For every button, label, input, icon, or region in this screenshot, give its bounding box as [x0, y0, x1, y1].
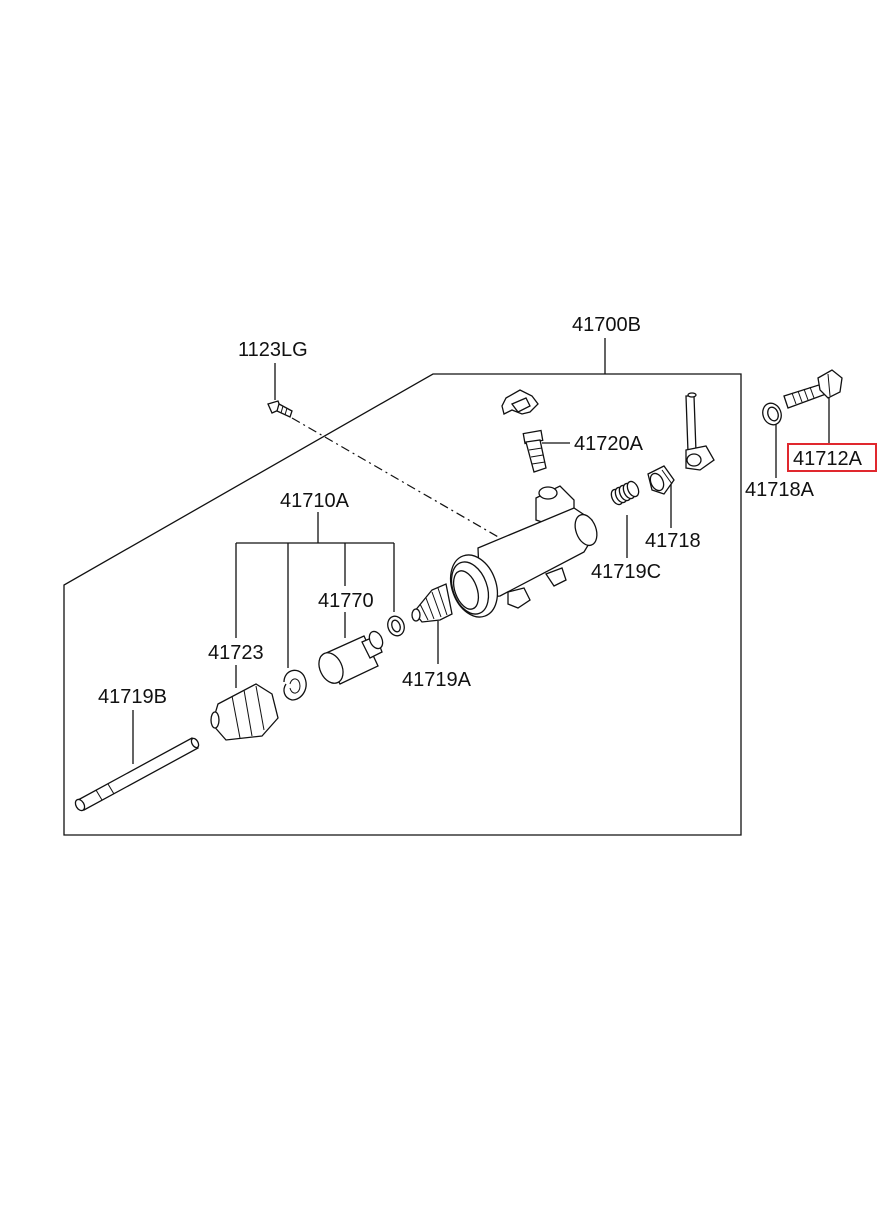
part-labels: 41700B 1123LG 41720A 41712A 41718A 41710… — [98, 314, 863, 708]
push-rod-41719b — [74, 737, 200, 812]
cup-41723 — [210, 683, 279, 741]
piston-41770 — [318, 630, 384, 685]
bolt-41712a — [783, 369, 843, 409]
alignment-line — [291, 417, 501, 539]
label-41720a[interactable]: 41720A — [574, 433, 644, 455]
label-41718a[interactable]: 41718A — [745, 479, 815, 501]
label-41700b[interactable]: 41700B — [572, 314, 641, 336]
push-rod-clevis — [685, 392, 715, 471]
label-41710a[interactable]: 41710A — [280, 490, 350, 512]
seal-ring — [387, 615, 405, 637]
bolt-1123lg — [267, 400, 293, 418]
label-41723[interactable]: 41723 — [208, 642, 264, 664]
assembly-outline — [63, 373, 742, 836]
dust-boot-41719a — [411, 583, 453, 623]
washer-41718a — [762, 402, 782, 426]
label-41719b[interactable]: 41719B — [98, 686, 167, 708]
spring-41719c — [610, 480, 640, 506]
highlight-box — [787, 443, 877, 472]
snap-ring — [283, 669, 307, 701]
label-41770[interactable]: 41770 — [318, 590, 374, 612]
boot-41718 — [647, 465, 675, 495]
cylinder-body — [449, 485, 598, 618]
leader-lines — [132, 338, 830, 764]
label-41719c[interactable]: 41719C — [591, 561, 661, 583]
bleeder-screw-41720a — [501, 389, 547, 473]
label-41718[interactable]: 41718 — [645, 530, 701, 552]
label-1123lg[interactable]: 1123LG — [238, 339, 308, 361]
label-41719a[interactable]: 41719A — [402, 669, 472, 691]
label-41712a[interactable]: 41712A — [793, 448, 863, 470]
